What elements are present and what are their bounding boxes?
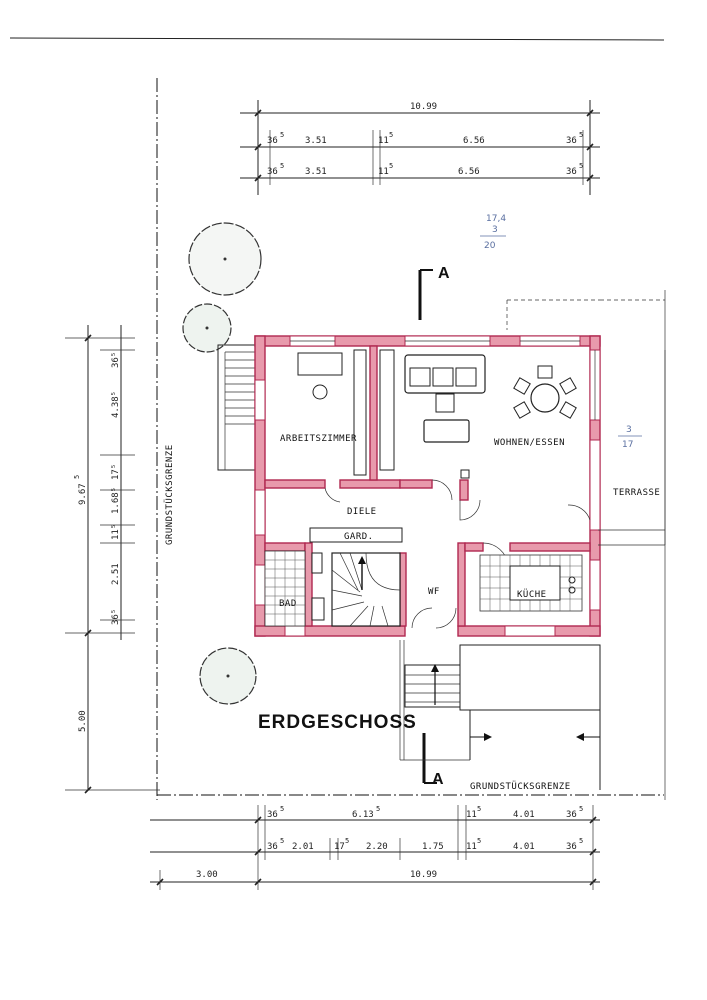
dim-bot-r1-b: 6.13 <box>352 810 374 820</box>
entrance-steps <box>399 640 461 760</box>
section-label-bottom: A <box>432 771 445 788</box>
boundary-label-bottom: GRUNDSTÜCKSGRENZE <box>470 781 571 792</box>
svg-text:5: 5 <box>376 805 380 813</box>
room-label-diele: DIELE <box>347 507 377 517</box>
dim-bot-r2-f: 11 <box>466 842 477 852</box>
terrace <box>506 299 666 546</box>
carport <box>400 644 601 790</box>
section-marker-bottom <box>422 733 437 784</box>
dim-top-r2-e: 36 <box>566 167 577 177</box>
dim-bot-total: 10.99 <box>410 870 437 880</box>
chimney-icon <box>460 469 470 479</box>
dim-top-r1-e: 36 <box>566 136 577 146</box>
svg-text:5: 5 <box>73 475 81 479</box>
tree-icon <box>182 303 232 353</box>
svg-text:17: 17 <box>622 440 633 450</box>
dim-bot-r2-h: 36 <box>566 842 577 852</box>
dim-top-r2-c: 11 <box>378 167 389 177</box>
svg-text:20: 20 <box>484 241 496 251</box>
dim-bot-r2-c: 17 <box>334 842 345 852</box>
dim-bot-r1-d: 4.01 <box>513 810 535 820</box>
dim-top-r1-a: 36 <box>267 136 278 146</box>
svg-text:3: 3 <box>492 225 498 235</box>
plan-title: ERDGESCHOSS <box>258 712 417 733</box>
bottom-dimension-chain <box>150 805 600 890</box>
sheet-border-top <box>9 37 665 41</box>
dim-bot-r2-e: 1.75 <box>422 842 444 852</box>
dim-left-seg: 17⁵ <box>111 464 121 480</box>
interior-staircase <box>331 552 401 627</box>
dim-top-r2-a: 36 <box>267 167 278 177</box>
dim-bot-r1-c: 11 <box>466 810 477 820</box>
svg-text:5: 5 <box>280 837 284 845</box>
dining-table-icon <box>513 365 577 419</box>
dim-left-total: 9.67 <box>78 483 88 505</box>
dim-bot-r2-b: 2.01 <box>292 842 314 852</box>
room-label-terrasse: TERRASSE <box>613 488 660 498</box>
dim-left-seg: 4.38⁵ <box>111 391 121 418</box>
boundary-label-left: GRUNDSTÜCKSGRENZE <box>164 444 175 545</box>
dim-left-seg: 2.51 <box>111 563 121 585</box>
svg-text:17,4: 17,4 <box>486 214 506 224</box>
exterior-stairs-left <box>217 344 257 471</box>
top-dimension-chain <box>240 100 600 195</box>
shelf-icon <box>379 349 395 471</box>
svg-text:5: 5 <box>280 162 284 170</box>
tree-icon <box>188 222 262 296</box>
dim-top-r1-c: 11 <box>378 136 389 146</box>
room-label-wf: WF <box>428 587 440 597</box>
svg-text:5: 5 <box>280 131 284 139</box>
svg-text:5: 5 <box>579 805 583 813</box>
room-label-wohnen: WOHNEN/ESSEN <box>494 438 565 448</box>
window-marks <box>254 335 601 637</box>
dim-left-seg: 36⁵ <box>111 609 121 625</box>
wardrobe-icon <box>309 527 403 543</box>
svg-text:5: 5 <box>389 162 393 170</box>
svg-text:5: 5 <box>579 837 583 845</box>
door-swings <box>324 479 591 629</box>
dim-bot-r2-d: 2.20 <box>366 842 388 852</box>
room-label-gard: GARD. <box>344 532 374 542</box>
bathroom-tiles <box>264 550 325 627</box>
dim-left-lower: 5.00 <box>78 710 88 732</box>
svg-text:3: 3 <box>626 425 632 435</box>
dim-left-seg: 11⁵ <box>111 524 121 540</box>
dim-left-seg: 1.68⁵ <box>111 487 121 514</box>
sofa-icon <box>404 354 486 443</box>
dim-bot-total-left: 3.00 <box>196 870 218 880</box>
svg-text:5: 5 <box>389 131 393 139</box>
dim-bot-r2-a: 36 <box>267 842 278 852</box>
dim-top-r1-b: 3.51 <box>305 136 327 146</box>
dim-bot-r1-e: 36 <box>566 810 577 820</box>
desk-icon <box>297 352 343 400</box>
dim-left-seg: 36⁵ <box>111 352 121 368</box>
dim-top-r1-d: 6.56 <box>463 136 485 146</box>
dim-bot-r2-g: 4.01 <box>513 842 535 852</box>
svg-text:5: 5 <box>477 805 481 813</box>
svg-text:5: 5 <box>579 162 583 170</box>
svg-text:5: 5 <box>280 805 284 813</box>
dim-top-r2-b: 3.51 <box>305 167 327 177</box>
handwritten-note-right: 3 17 <box>618 425 642 450</box>
kitchen-tiles <box>479 554 583 612</box>
svg-text:5: 5 <box>345 837 349 845</box>
room-label-bad: BAD <box>279 599 297 609</box>
room-label-arbeitszimmer: ARBEITSZIMMER <box>280 434 357 444</box>
room-label-kueche: KÜCHE <box>517 589 547 600</box>
handwritten-note-top: 17,4 3 20 <box>480 214 506 251</box>
dim-bot-r1-a: 36 <box>267 810 278 820</box>
dim-top-r2-d: 6.56 <box>458 167 480 177</box>
dim-top-total: 10.99 <box>410 102 437 112</box>
section-marker-top <box>418 269 433 320</box>
svg-text:5: 5 <box>579 131 583 139</box>
tree-icon <box>199 647 257 705</box>
section-label-top: A <box>438 265 451 282</box>
svg-text:5: 5 <box>477 837 481 845</box>
left-dimension-chain <box>65 325 160 794</box>
shelf-icon <box>353 349 367 476</box>
